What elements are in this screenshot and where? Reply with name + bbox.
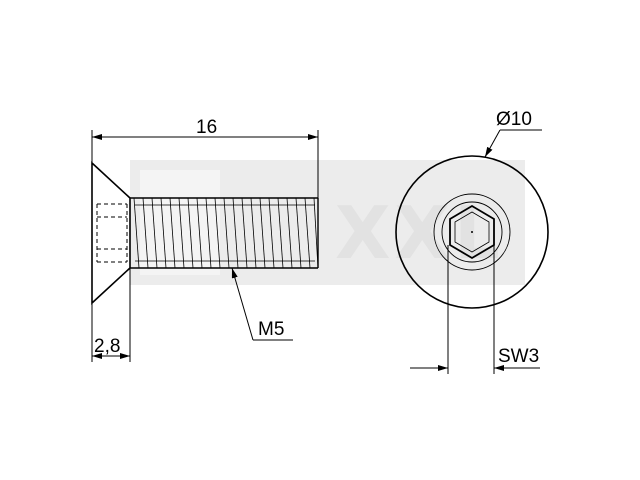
center-point (471, 231, 473, 233)
thread-hatching (133, 197, 319, 269)
thread-root-circle (441, 201, 503, 263)
thread-line (196, 197, 203, 269)
thread-line (142, 197, 149, 269)
countersunk-head (91, 161, 131, 305)
thread-line (169, 197, 176, 269)
thread-line (232, 197, 239, 269)
thread-label: M5 (258, 319, 284, 340)
thread-line (187, 197, 194, 269)
dimension-head-diameter-label: Ø10 (496, 109, 532, 130)
thread-line (241, 197, 248, 269)
thread-line (160, 197, 167, 269)
dimension-wrench-size-label: SW3 (498, 346, 539, 367)
hex-socket-inner (454, 211, 490, 253)
thread-line (259, 197, 266, 269)
thread-line (205, 197, 212, 269)
thread-line (214, 197, 221, 269)
head-outer-circle (395, 155, 549, 309)
dimension-head-height-label: 2,8 (94, 336, 120, 357)
thread-line (178, 197, 185, 269)
thread-line (133, 197, 140, 269)
thread-line (277, 197, 284, 269)
thread-line (313, 197, 319, 269)
dimension-wrench-size (410, 245, 540, 374)
thread-line (151, 197, 158, 269)
thread-line (250, 197, 257, 269)
watermark-text: XXL (335, 191, 504, 275)
thread-line (268, 197, 275, 269)
dimension-head-height (91, 268, 131, 362)
thread-line (304, 197, 311, 269)
hex-socket-hidden-lines (96, 203, 128, 263)
thread-line (295, 197, 302, 269)
dimension-head-diameter (484, 129, 542, 158)
thread-line (223, 197, 230, 269)
screw-side-view (91, 161, 319, 305)
thread-line (286, 197, 293, 269)
watermark: XXL (130, 160, 525, 285)
thread-leader (231, 267, 293, 341)
dimension-length-label: 16 (196, 117, 217, 138)
thread-circle (433, 193, 511, 271)
dimension-length (91, 130, 319, 198)
